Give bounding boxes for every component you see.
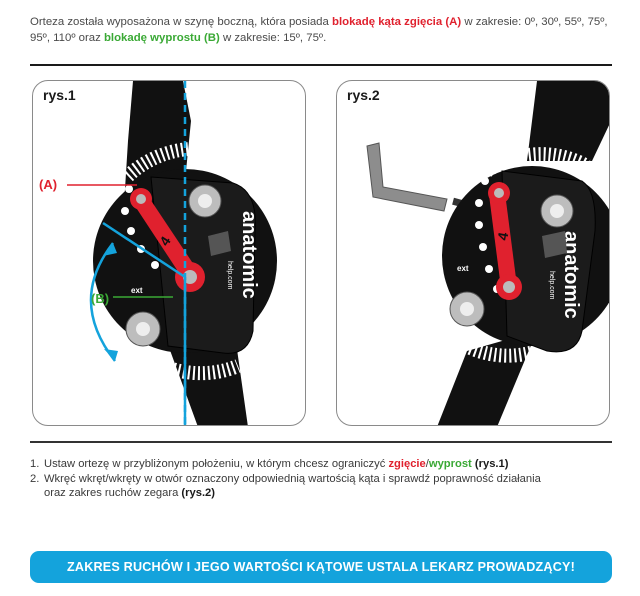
figure-2-label: rys.2: [347, 87, 380, 103]
red-link: 4: [488, 182, 522, 300]
callout-a: (A): [39, 177, 57, 192]
warning-banner: ZAKRES RUCHÓW I JEGO WARTOŚCI KĄTOWE UST…: [30, 551, 612, 583]
link-digit: 4: [494, 231, 511, 242]
step-1-ref: (rys.1): [474, 458, 509, 470]
brand-subtitle: help.com: [548, 271, 555, 300]
red-link: 4: [130, 188, 205, 292]
upper-scale-ticks: [123, 141, 220, 182]
step-2-ref: (rys.2): [181, 487, 216, 499]
intro-text-2: w zakresie: 0º, 30º, 55º, 75º, 95º, 110º…: [30, 16, 608, 44]
plate-slot: [208, 231, 231, 256]
step-1-flexion: zgięcie: [388, 458, 426, 470]
arc-arrowhead-bottom: [104, 349, 118, 361]
top-divider: [30, 64, 612, 66]
intro-paragraph: Orteza została wyposażona w szynę boczną…: [30, 14, 615, 46]
brand-subtitle: help.com: [226, 261, 233, 290]
figure-1-illustration: anatomic help.com 4 ext (A) (B): [39, 81, 277, 425]
instruction-steps: 1. Ustaw ortezę w przybliżonym położeniu…: [30, 457, 620, 501]
scale-ext-label: ext: [457, 264, 469, 273]
step-1-number: 1.: [30, 458, 40, 470]
lower-scale-ticks: [453, 334, 540, 363]
arc-arrowhead-top: [103, 243, 117, 256]
step-1-text: Ustaw ortezę w przybliżonym położeniu, w…: [44, 458, 509, 470]
step-2-text: Wkręć wkręt/wkręty w otwór oznaczony odp…: [44, 472, 541, 500]
flexion-lock-label: blokadę kąta zgięcia (A): [332, 16, 462, 28]
rotation-arc: [89, 242, 116, 362]
step-2-number: 2.: [30, 472, 40, 485]
figure-2-illustration: anatomic help.com 4 ext: [366, 81, 609, 425]
intro-text-1: Orteza została wyposażona w szynę boczną…: [30, 16, 333, 28]
step-2: 2. Wkręć wkręt/wkręty w otwór oznaczony …: [30, 472, 620, 501]
plate-slot: [542, 231, 567, 258]
intro-text-3: w zakresie: 15º, 75º.: [219, 32, 327, 44]
step-1: 1. Ustaw ortezę w przybliżonym położeniu…: [30, 457, 620, 472]
hex-key: [366, 142, 448, 212]
bottom-divider: [30, 441, 612, 443]
figure-2-panel: rys.2 anatomic help.com: [336, 80, 610, 426]
extension-lock-label: blokadę wyprostu (B): [103, 32, 220, 44]
shin-axis-line: [102, 221, 186, 279]
step-1-extension: wyprost: [428, 458, 472, 470]
scale-ext-label: ext: [131, 286, 143, 295]
joint-plate: [150, 176, 256, 354]
brand-logo: anatomic: [238, 211, 260, 299]
callout-b: (B): [91, 291, 109, 306]
figure-1-panel: rys.1 anatomic help.com: [32, 80, 306, 426]
upper-strut: [527, 81, 609, 161]
figure-1-label: rys.1: [43, 87, 76, 103]
lower-strut: [437, 331, 537, 425]
